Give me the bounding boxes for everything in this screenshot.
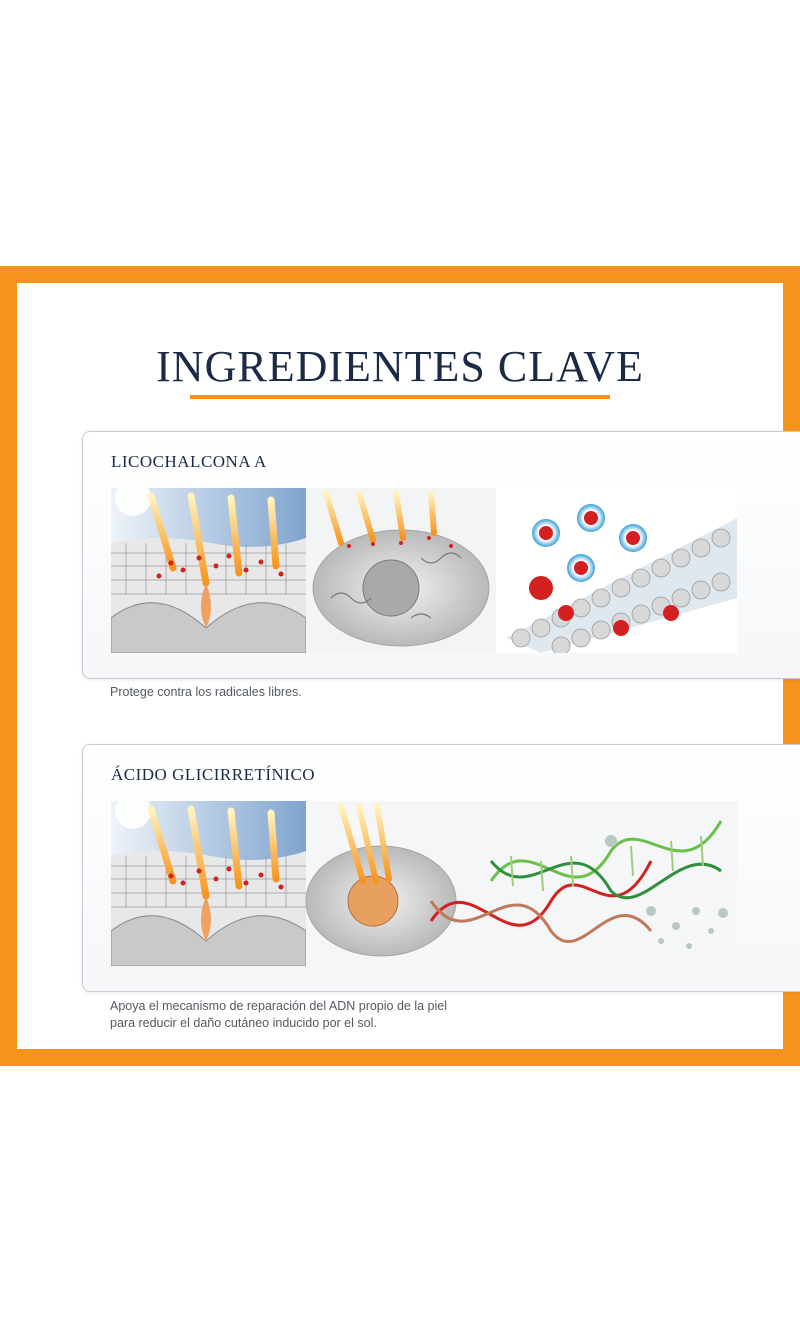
page-title: INGREDIENTES CLAVE xyxy=(156,342,644,391)
ingredient-card-glycyrrhetinic: ÁCIDO GLICIRRETÍNICO xyxy=(82,744,800,992)
ingredient-card-licochalcone: LICOCHALCONA A xyxy=(82,431,800,679)
caption-line: Protege contra los radicales libres. xyxy=(110,685,302,699)
licochalcone-caption: Protege contra los radicales libres. xyxy=(110,684,302,701)
caption-line: para reducir el daño cutáneo inducido po… xyxy=(110,1016,377,1030)
licochalcone-illustration xyxy=(111,488,737,653)
glycyrrhetinic-illustration xyxy=(111,801,737,966)
orange-frame: INGREDIENTES CLAVE LICOCHALCONA A xyxy=(0,266,800,1066)
title-underline xyxy=(190,395,610,399)
ingredient-heading: ÁCIDO GLICIRRETÍNICO xyxy=(111,765,316,784)
content-panel: INGREDIENTES CLAVE LICOCHALCONA A xyxy=(17,283,800,1049)
glycyrrhetinic-caption: Apoya el mecanismo de reparación del ADN… xyxy=(110,998,447,1032)
ingredient-heading: LICOCHALCONA A xyxy=(111,452,267,471)
caption-line: Apoya el mecanismo de reparación del ADN… xyxy=(110,999,447,1013)
